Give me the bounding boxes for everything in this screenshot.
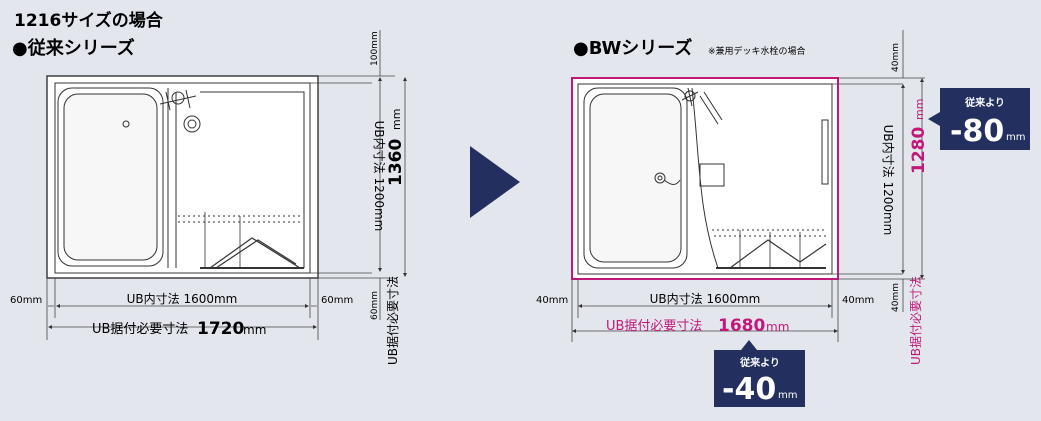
- badge-depth-unit: mm: [1006, 132, 1025, 143]
- bw-req-depth-label: UB据付必要寸法: [909, 276, 923, 365]
- conventional-title: ●従来シリーズ: [12, 37, 135, 59]
- bw-drain-icon: [654, 172, 666, 184]
- badge-depth-label: 従来より: [964, 96, 1005, 109]
- conventional-faucet-icon: [159, 89, 197, 111]
- bw-title: ●BWシリーズ: [573, 37, 692, 59]
- bw-handrail: [821, 119, 829, 185]
- conventional-plan: [46, 75, 319, 279]
- conventional-floor-drain-icon: [183, 115, 201, 133]
- conventional-dimension-lines: [46, 30, 407, 340]
- badge-depth-value: -80: [950, 114, 1004, 149]
- badge-width-unit: mm: [778, 390, 797, 401]
- bw-unit-inner: [577, 83, 833, 275]
- badge-width-reduction: 従来より -40 mm: [714, 340, 805, 407]
- conventional-margin-left: 60mm: [10, 295, 42, 306]
- bw-req-width-value: 1680: [718, 316, 765, 336]
- conventional-unit-inner: [54, 82, 311, 274]
- bw-req-width-unit: mm: [766, 320, 789, 334]
- conventional-req-depth-label: UB据付必要寸法: [386, 276, 400, 365]
- bw-inner-depth: UB内寸法 1200mm: [881, 125, 895, 236]
- bw-dimension-lines: [571, 30, 925, 342]
- bw-plan: [571, 77, 839, 280]
- bw-req-depth-unit: mm: [913, 99, 926, 120]
- bw-req-width-label: UB据付必要寸法: [606, 319, 702, 334]
- conventional-tub-basin: [63, 93, 158, 261]
- bw-note: ※兼用デッキ水栓の場合: [708, 45, 806, 57]
- conventional-door-rail: [178, 215, 300, 223]
- badge-depth-reduction: 従来より -80 mm: [928, 88, 1030, 150]
- bw-req-depth-value: 1280: [909, 127, 929, 174]
- bw-drain-cover: [699, 163, 725, 187]
- size-title: 1216サイズの場合: [14, 10, 164, 31]
- conventional-inner-depth: UB内寸法 1200mm: [372, 121, 386, 232]
- conventional-req-depth-unit: mm: [390, 109, 403, 130]
- conventional-margin-bottom: 60mm: [370, 291, 380, 320]
- conventional-folding-door: [209, 237, 301, 269]
- conventional-drain-icon: [122, 120, 130, 128]
- bw-faucet-icon: [681, 87, 723, 125]
- badge-width-value: -40: [722, 372, 776, 407]
- bw-tub-basin: [589, 93, 682, 263]
- bw-margin-left: 40mm: [536, 295, 568, 306]
- bw-folding-door: [729, 239, 827, 269]
- conventional-margin-top: 100mm: [370, 31, 380, 66]
- conventional-margin-right: 60mm: [321, 295, 353, 306]
- conventional-req-width-value: 1720: [197, 319, 244, 339]
- bw-margin-bottom: 40mm: [891, 283, 901, 312]
- badge-width-label: 従来より: [739, 356, 780, 369]
- bw-margin-right: 40mm: [842, 295, 874, 306]
- bw-margin-top: 40mm: [891, 43, 901, 72]
- compare-arrow-icon: [470, 146, 520, 218]
- conventional-req-depth-value: 1360: [386, 139, 406, 186]
- conventional-req-width-unit: mm: [243, 323, 266, 337]
- bw-inner-width: UB内寸法 1600mm: [650, 292, 761, 306]
- conventional-req-width-label: UB据付必要寸法: [92, 322, 188, 337]
- conventional-inner-width: UB内寸法 1600mm: [127, 292, 238, 306]
